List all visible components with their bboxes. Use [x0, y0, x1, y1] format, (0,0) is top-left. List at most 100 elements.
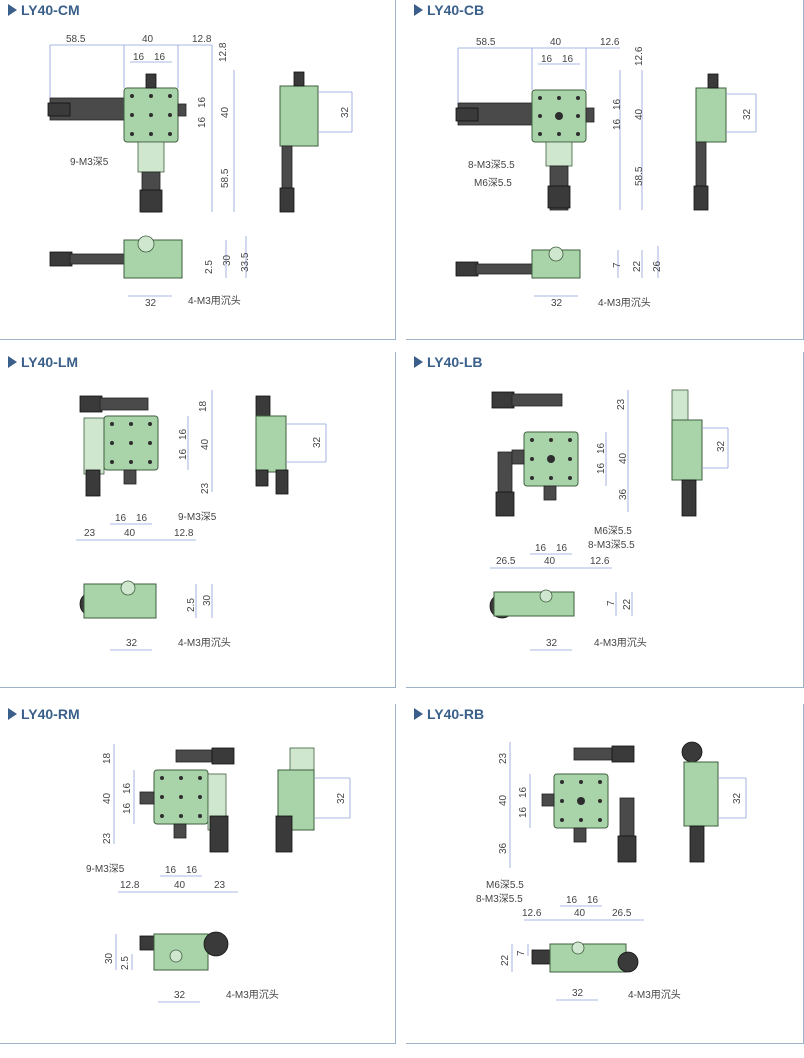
micrometer-knob — [79, 395, 103, 413]
dim-w-16a: 16 — [566, 895, 578, 906]
dim-front-30: 30 — [202, 594, 213, 606]
title-text: LY40-CM — [21, 2, 80, 18]
dim-h-40: 40 — [220, 106, 231, 118]
side-knob — [671, 389, 689, 421]
front-view — [455, 246, 659, 297]
front-lock — [571, 941, 585, 955]
dim-front-22: 22 — [622, 598, 633, 610]
micrometer-sleeve — [511, 393, 563, 407]
dim-w-16b: 16 — [154, 52, 166, 63]
dim-w-mid: 40 — [550, 37, 562, 48]
front-body — [493, 591, 575, 617]
side-micrometer — [279, 187, 295, 213]
bottom-screw — [573, 827, 587, 843]
dim-w-16b: 16 — [186, 865, 198, 876]
dim-front-7: 7 — [612, 262, 623, 268]
panel-title: LY40-RB — [414, 706, 484, 722]
panel-title: LY40-CM — [8, 2, 80, 18]
micrometer-knob — [47, 102, 71, 117]
mount-holes — [538, 96, 580, 136]
side-view — [255, 395, 327, 495]
side-sleeve — [695, 141, 707, 189]
dim-w-16a: 16 — [541, 54, 553, 65]
side-micrometer — [689, 825, 705, 863]
dim-w-right: 12.6 — [590, 556, 610, 567]
dim-h-16b: 16 — [596, 462, 607, 474]
dim-h-bot: 23 — [102, 832, 113, 844]
side-micrometer — [681, 479, 697, 517]
dim-w-left: 12.6 — [522, 908, 542, 919]
micrometer-knob — [491, 391, 515, 409]
lower-bracket — [545, 141, 573, 167]
center-hole-label: M6深5.5 — [486, 879, 524, 891]
side-view — [693, 73, 757, 211]
dim-h-40: 40 — [102, 792, 113, 804]
dim-w-mid: 40 — [574, 908, 586, 919]
dim-w-16b: 16 — [136, 513, 148, 524]
side-screw — [541, 793, 555, 807]
dim-front-32: 32 — [572, 988, 584, 999]
dim-side-32: 32 — [336, 792, 347, 804]
panel-title: LY40-LM — [8, 354, 78, 370]
front-micrometer — [203, 931, 229, 957]
cb-label: 4-M3用沉头 — [188, 294, 241, 307]
bottom-screw — [123, 469, 137, 485]
side-micrometer — [275, 815, 293, 853]
dim-h-top: 12.6 — [634, 46, 645, 66]
dim-w-mid: 40 — [124, 528, 136, 539]
side-knob — [289, 747, 315, 773]
dim-w-16b: 16 — [562, 54, 574, 65]
side-knob — [293, 71, 305, 87]
mount-holes — [130, 94, 172, 136]
side-sleeve — [281, 145, 293, 193]
cb-label: 4-M3用沉头 — [594, 636, 647, 649]
triangle-icon — [414, 356, 423, 368]
bottom-screw — [173, 823, 187, 839]
dim-w-left: 26.5 — [496, 556, 516, 567]
dim-w-16a: 16 — [165, 865, 177, 876]
side-screw — [139, 791, 155, 805]
bottom-screw — [543, 485, 557, 501]
dim-h-top: 12.8 — [218, 42, 229, 62]
dim-front-25: 2.5 — [120, 956, 131, 970]
front-micrometer — [617, 951, 639, 973]
dim-h-bot: 58.5 — [634, 166, 645, 186]
dim-front-30: 30 — [104, 952, 115, 964]
dim-w-left: 58.5 — [476, 37, 496, 48]
dim-h-16a: 16 — [518, 786, 529, 798]
dim-w-16a: 16 — [115, 513, 127, 524]
front-view — [49, 235, 247, 297]
title-text: LY40-RB — [427, 706, 485, 722]
dim-w-mid: 40 — [544, 556, 556, 567]
front-lock — [169, 949, 183, 963]
side-view — [681, 741, 747, 863]
drawing: 18 40 16 16 23 9-M3深5 16 16 12.8 40 23 3… — [86, 744, 351, 1003]
dim-front-25: 2.5 — [186, 598, 197, 612]
micrometer-knob-y — [139, 189, 163, 213]
side-screw — [585, 107, 595, 123]
lock-knob — [145, 73, 157, 89]
dim-front-32: 32 — [145, 298, 157, 309]
dim-h-16b: 16 — [178, 448, 189, 460]
dim-front-32: 32 — [174, 990, 186, 1001]
front-lock — [120, 580, 136, 596]
dim-h-40: 40 — [618, 452, 629, 464]
cb-label: 4-M3用沉头 — [598, 296, 651, 309]
title-text: LY40-RM — [21, 706, 80, 722]
dim-front-26: 26 — [652, 260, 663, 272]
dim-w-16a: 16 — [535, 543, 547, 554]
micrometer-knob-y — [547, 185, 571, 209]
dim-front-32: 32 — [126, 638, 138, 649]
cb-label: 4-M3用沉头 — [178, 636, 231, 649]
side-screw — [511, 449, 525, 465]
top-view — [113, 744, 238, 893]
top-view — [509, 742, 644, 921]
dim-w-left: 23 — [84, 528, 96, 539]
front-knob — [531, 949, 551, 965]
dim-front-7: 7 — [606, 600, 617, 606]
dim-front-335: 33.5 — [240, 252, 251, 272]
dim-w-right: 26.5 — [612, 908, 632, 919]
dim-h-16b: 16 — [518, 806, 529, 818]
dim-h-16a: 16 — [122, 782, 133, 794]
dim-side-32: 32 — [742, 108, 753, 120]
